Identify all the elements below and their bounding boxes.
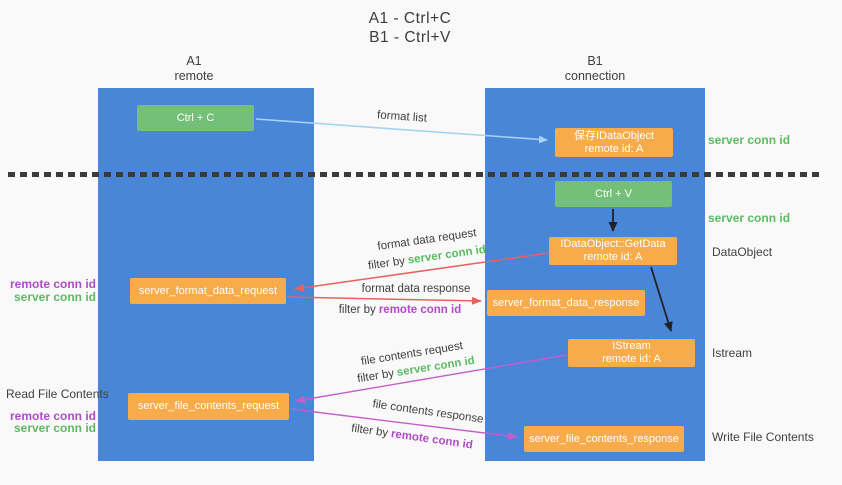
title-line-2: B1 - Ctrl+V [369, 29, 451, 46]
save-dataobject-line1: 保存IDataObject [573, 129, 655, 142]
remote-conn-id-annotation: remote conn id [9, 408, 96, 423]
format-list-arrow [255, 118, 548, 144]
file-response-label: server_file_contents_response [529, 432, 679, 445]
server-conn-id-annotation: server conn id [13, 289, 96, 304]
column-b-header: B1 connection [485, 54, 705, 84]
filter-by-text: filter by [338, 304, 376, 316]
column-b-role: connection [564, 69, 626, 83]
file-request-conn-id-annotations: Read File Contents remote conn id server… [6, 387, 109, 435]
save-dataobject-line2: remote id: A [584, 142, 644, 155]
file-request-box: server_file_contents_request [128, 393, 289, 420]
format-response-label: server_format_data_response [492, 296, 640, 309]
column-a-header: A1 remote [86, 54, 302, 84]
format-request-to-response-arrow [286, 296, 482, 305]
istream-line1: IStream [612, 340, 651, 352]
remote-conn-id-keyword: remote conn id [378, 304, 462, 316]
server-conn-id-annotation-top: server conn id [708, 133, 791, 147]
ctrl-c-box: Ctrl + C [137, 105, 254, 131]
istream-box: IStream remote id: A [568, 339, 695, 367]
session-separator-line [8, 172, 820, 177]
dataobject-annotation: DataObject [712, 245, 773, 259]
file-request-to-response-arrow [290, 408, 518, 440]
title-line-1: A1 - Ctrl+C [368, 10, 452, 27]
server-conn-id-annotation: server conn id [13, 421, 96, 435]
istream-line2: remote id: A [602, 353, 661, 365]
read-file-contents-annotation: Read File Contents [6, 387, 109, 401]
format-request-box: server_format_data_request [130, 278, 286, 304]
getdata-line2: remote id: A [583, 251, 643, 263]
format-request-conn-id-annotations: remote conn id server conn id [6, 278, 96, 303]
write-file-contents-annotation: Write File Contents [712, 430, 814, 444]
getdata-to-format-request-arrow [294, 252, 550, 292]
ctrl-v-label: Ctrl + V [595, 187, 632, 200]
ctrl-v-box: Ctrl + V [555, 181, 672, 207]
format-data-response-label: format data response [361, 283, 471, 295]
file-response-box: server_file_contents_response [524, 426, 684, 452]
file-request-label: server_file_contents_request [137, 400, 280, 412]
remote-conn-id-annotation: remote conn id [9, 277, 96, 291]
column-a-name: A1 [186, 54, 202, 68]
format-response-box: server_format_data_response [487, 290, 645, 316]
getdata-to-istream-arrow [650, 266, 673, 332]
getdata-line1: IDataObject::GetData [560, 238, 666, 250]
ctrl-c-label: Ctrl + C [176, 111, 215, 124]
istream-to-file-request-arrow [295, 354, 568, 404]
column-b-name: B1 [587, 54, 603, 68]
column-a-role: remote [174, 69, 214, 83]
server-conn-id-annotation-mid: server conn id [708, 211, 791, 225]
format-request-label: server_format_data_request [138, 284, 278, 297]
diagram-title: A1 - Ctrl+C B1 - Ctrl+V [0, 9, 820, 47]
save-dataobject-box: 保存IDataObject remote id: A [555, 128, 673, 157]
istream-annotation: Istream [712, 346, 753, 360]
getdata-box: IDataObject::GetData remote id: A [549, 237, 677, 265]
